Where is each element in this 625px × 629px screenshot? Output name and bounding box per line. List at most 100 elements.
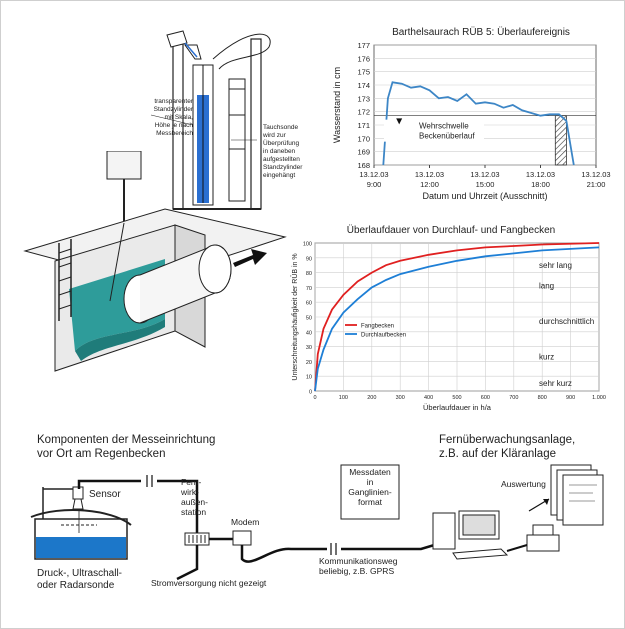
y-tick-label: 171 [357,121,370,130]
x-tick-label: 15:00 [476,180,495,189]
auswertung-label: Auswertung [501,479,546,489]
x-tick-label: 300 [396,395,405,401]
label-line: oder Radarsonde [37,580,115,591]
label-line: aufgestellten [263,156,300,163]
label-line: wirk- [181,487,199,497]
bottom-left-title: Komponenten der Messeinrichtung vor Ort … [37,433,215,461]
chart-top: 16816917017117217317417517617713.12.039:… [332,41,611,201]
y-tick-label: 50 [306,316,312,322]
annotation-label: Beckenüberlauf [419,132,475,141]
x-axis-label: Datum und Uhrzeit (Ausschnitt) [422,191,547,201]
y-axis-label: Unterschreitungshäufigkeit der RÜB in % [291,253,299,380]
label-line: station [181,507,207,517]
y-tick-label: 176 [357,54,370,63]
standzylinder-label: transparenter Standzylinder mit Skala, H… [111,98,193,138]
title-line: Komponenten der Messeinrichtung [37,434,216,446]
annotation-label: Wehrschwelle [419,122,469,131]
label-line: Überprüfung [263,140,300,147]
x-tick-label: 100 [339,395,348,401]
y-tick-label: 177 [357,41,370,50]
messdaten-label: Messdaten in Ganglinien- format [341,467,399,507]
sonde-label: Druck-, Ultraschall- oder Radarsonde [37,568,122,592]
annotation-box [384,119,484,142]
y-tick-label: 174 [357,81,370,90]
y-axis-label: Wasserstand in cm [332,67,342,143]
y-tick-label: 30 [306,345,312,351]
title-line: z.B. auf der Kläranlage [439,448,556,460]
title-line: vor Ort am Regenbecken [37,448,166,460]
label-line: Ganglinien- [348,487,392,497]
x-tick-label: 900 [566,395,575,401]
label-line: Messdaten [349,467,391,477]
y-tick-label: 40 [306,330,312,336]
x-tick-label: 400 [424,395,433,401]
category-label: kurz [539,353,554,362]
y-tick-label: 175 [357,68,370,77]
label-line: Tauchsonde [263,124,299,131]
annotation-marker [396,118,403,125]
series-line [382,81,575,166]
label-line: Höhe je nach [154,122,193,129]
y-tick-label: 169 [357,148,370,157]
x-tick-label: 0 [313,395,316,401]
x-tick-label: 200 [367,395,376,401]
category-label: lang [539,282,554,291]
label-line: außen- [181,497,208,507]
x-tick-label: 18:00 [531,180,550,189]
x-tick-label: 600 [481,395,490,401]
label-line: wird zur [263,132,286,139]
x-tick-label: 21:00 [587,180,606,189]
legend-label: Fangbecken [361,324,394,330]
fernwirk-label: Fern- wirk- außen- station [181,477,208,517]
x-tick-label: 13.12.03 [470,170,499,179]
x-tick-label: 13.12.03 [415,170,444,179]
title-line: Fernüberwachungsanlage, [439,434,576,446]
y-tick-label: 20 [306,360,312,366]
strom-label: Stromversorgung nicht gezeigt [151,578,267,588]
series-line [314,246,600,392]
x-tick-label: 12:00 [420,180,439,189]
x-tick-label: 13.12.03 [581,170,610,179]
y-tick-label: 80 [306,271,312,277]
label-line: Kommunikationsweg [319,556,398,566]
x-tick-label: 9:00 [367,180,382,189]
y-tick-label: 172 [357,108,370,117]
sensor-label: Sensor [89,489,121,500]
label-line: eingehängt [263,172,296,179]
y-tick-label: 168 [357,161,370,170]
tauchsonde-label: Tauchsonde wird zur Überprüfung in daneb… [263,124,302,180]
category-label: sehr kurz [539,379,572,388]
y-tick-label: 170 [357,134,370,143]
y-tick-label: 0 [309,390,312,396]
x-tick-label: 800 [538,395,547,401]
label-line: format [357,497,383,507]
label-line: Druck-, Ultraschall- [37,568,123,579]
category-label: sehr lang [539,261,572,270]
y-tick-label: 173 [357,94,370,103]
y-tick-label: 10 [306,375,312,381]
label-line: mit Skala, [164,114,193,121]
standzylinder-illustration [150,30,271,210]
chart-top-title: Barthelsaurach RÜB 5: Überlaufereignis [392,27,570,38]
communication-diagram [30,464,604,581]
label-line: Standzylinder [263,164,303,171]
label-line: in daneben [263,148,296,155]
regenbecken-illustration [23,151,287,372]
chart-mid-title: Überlaufdauer von Durchlauf- und Fangbec… [346,225,556,236]
label-line: Fern- [181,477,202,487]
y-tick-label: 70 [306,286,312,292]
y-tick-label: 60 [306,301,312,307]
label-line: Messbereich [156,130,193,137]
x-tick-label: 700 [509,395,518,401]
y-tick-label: 100 [303,242,312,248]
x-tick-label: 13.12.03 [359,170,388,179]
y-tick-label: 90 [306,256,312,262]
modem-label: Modem [231,517,260,527]
x-tick-label: 13.12.03 [526,170,555,179]
series-line [314,242,600,392]
x-tick-label: 1.000 [592,395,606,401]
x-axis-label: Überlaufdauer in h/a [423,403,492,412]
kommunikation-label: Kommunikationsweg beliebig, z.B. GPRS [319,556,397,576]
